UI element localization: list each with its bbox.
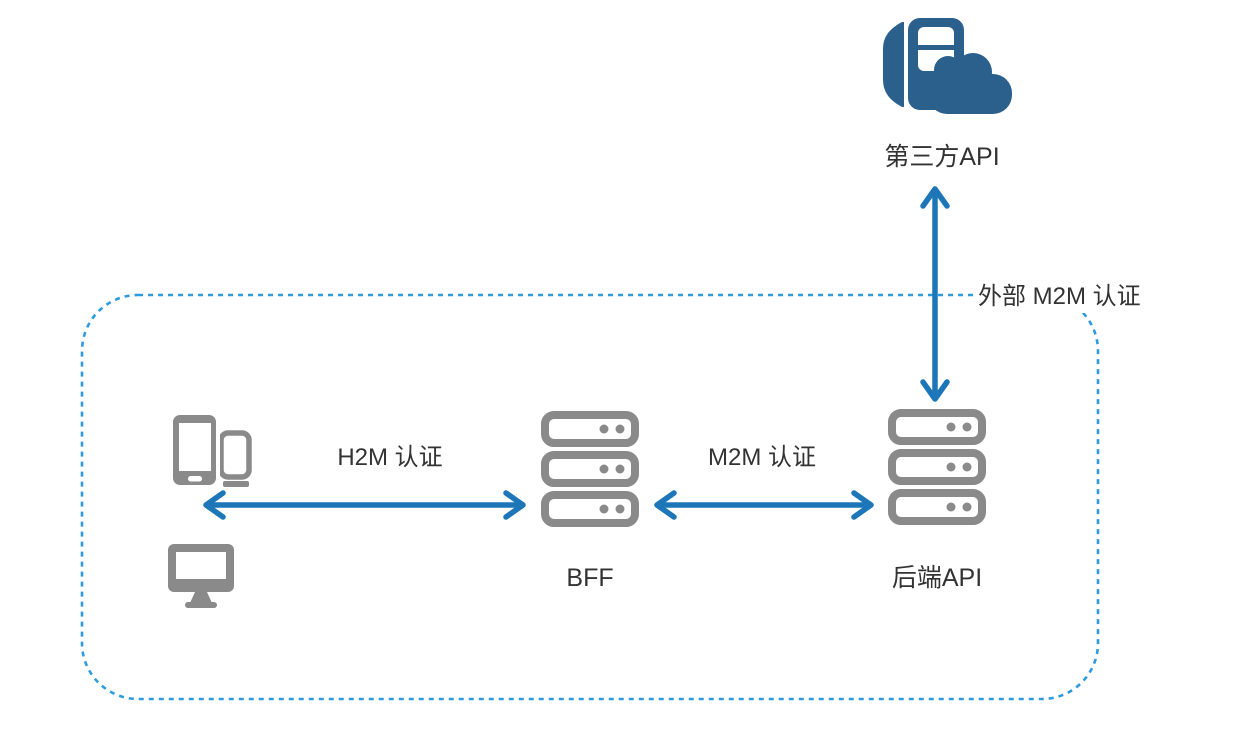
external-m2m-auth-label: 外部 M2M 认证: [974, 281, 1145, 313]
m2m-auth-label: M2M 认证: [708, 444, 816, 471]
backend-server-stack-icon: [888, 409, 986, 525]
external-m2m-auth-arrow: [920, 186, 950, 402]
h2m-auth-label: H2M 认证: [337, 444, 443, 471]
backend-api-label: 后端API: [891, 564, 983, 592]
smartphone-tablet-icon: [169, 411, 252, 489]
m2m-auth-arrow: [654, 490, 874, 520]
bff-label: BFF: [566, 564, 614, 592]
monitor-icon: [168, 544, 234, 608]
trust-boundary-border: [80, 293, 1100, 701]
h2m-auth-arrow: [203, 490, 526, 520]
cloud-server-icon: [883, 18, 1012, 114]
third-party-api-label: 第三方API: [884, 143, 1000, 171]
bff-server-stack-icon: [541, 411, 639, 527]
